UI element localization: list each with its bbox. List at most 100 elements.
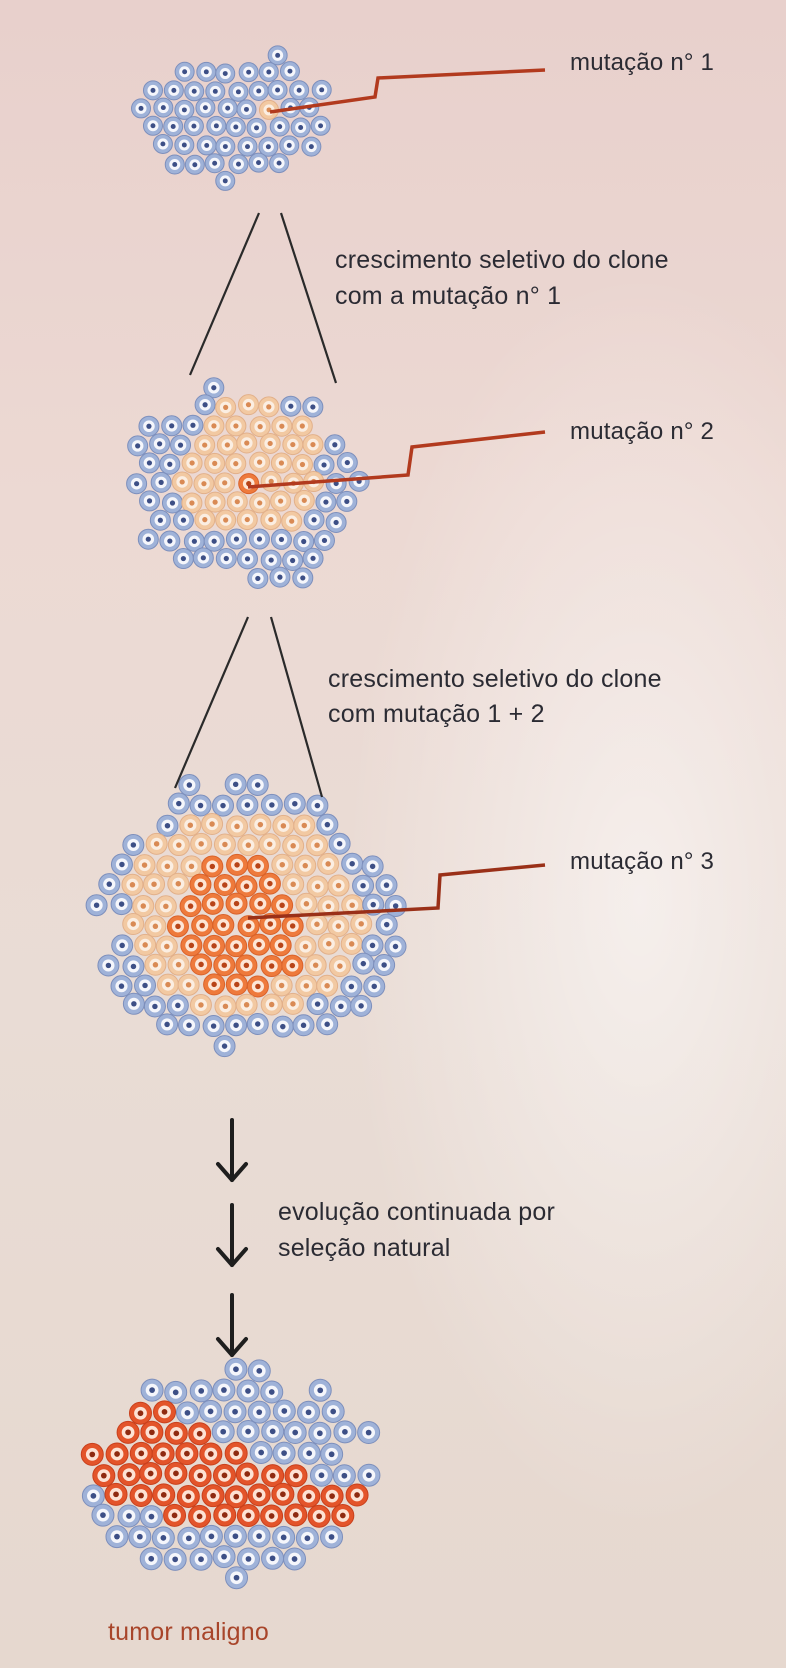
normal-cell: [236, 548, 258, 570]
tumor-cell: [213, 1503, 237, 1527]
mutant-cell: [295, 974, 318, 997]
normal-cell: [149, 433, 171, 455]
normal-cell: [302, 396, 324, 418]
tumor-cell: [175, 1442, 199, 1466]
normal-cell: [192, 547, 214, 569]
tumor-cell: [139, 1461, 163, 1485]
label-mutation-3: mutação n° 3: [570, 848, 715, 875]
mutant-cell: [235, 954, 258, 977]
normal-cell: [142, 80, 163, 101]
down-arrow-icon: [216, 1118, 248, 1182]
normal-cell: [223, 1400, 247, 1424]
mutant-cell: [214, 472, 236, 494]
mutant-cell: [260, 509, 282, 531]
normal-cell: [170, 434, 192, 456]
tumor-cell: [164, 1421, 188, 1445]
tumor-cell: [247, 1483, 271, 1507]
normal-cell: [163, 1547, 187, 1571]
normal-cell: [316, 1013, 339, 1036]
normal-cell: [105, 1525, 129, 1549]
normal-cell: [134, 974, 157, 997]
normal-cell: [352, 874, 375, 897]
normal-cell: [122, 833, 145, 856]
mutant-cell: [235, 875, 258, 898]
normal-cell: [311, 79, 332, 100]
normal-cell: [283, 792, 306, 815]
normal-cell: [384, 935, 407, 958]
normal-cell: [325, 472, 347, 494]
normal-cell: [306, 993, 329, 1016]
normal-cell: [269, 566, 291, 588]
normal-cell: [159, 453, 181, 475]
normal-cell: [184, 81, 205, 102]
normal-cell: [217, 98, 238, 119]
mutant-cell: [260, 470, 282, 492]
normal-cell: [363, 975, 386, 998]
tumor-cell: [284, 1503, 308, 1527]
tumor-cell: [105, 1442, 129, 1466]
mutant-cell: [306, 875, 329, 898]
mutant-cell: [246, 975, 269, 998]
mutant-cell: [246, 854, 269, 877]
normal-cell: [225, 1566, 249, 1590]
normal-cell: [282, 549, 304, 571]
mutant-cell: [181, 492, 203, 514]
label-selective-growth-1-line1: crescimento seletivo do clone: [335, 246, 669, 274]
normal-cell: [110, 975, 133, 998]
normal-cell: [236, 1419, 260, 1443]
normal-cell: [81, 1484, 105, 1508]
normal-cell: [308, 1421, 332, 1445]
normal-cell: [142, 115, 163, 136]
pointer-line-mutation3: [247, 863, 546, 920]
label-malignant-tumor: tumor maligno: [108, 1618, 269, 1646]
mutant-cell: [155, 935, 178, 958]
normal-cell: [248, 152, 269, 173]
mutant-cell: [249, 416, 271, 438]
normal-cell: [270, 528, 292, 550]
mutant-cell: [258, 99, 279, 120]
label-mutation-1: mutação n° 1: [570, 49, 715, 76]
mutant-cell: [341, 894, 364, 917]
normal-cell: [328, 832, 351, 855]
normal-cell: [212, 1378, 236, 1402]
mutant-cell: [203, 934, 226, 957]
mutant-cell: [226, 815, 249, 838]
normal-cell: [199, 1399, 223, 1423]
tumor-cell: [224, 1485, 248, 1509]
mutant-cell: [282, 873, 305, 896]
normal-cell: [258, 136, 279, 157]
mutant-cell: [282, 834, 305, 857]
normal-cell: [228, 154, 249, 175]
mutant-cell: [258, 833, 281, 856]
normal-cell: [195, 97, 216, 118]
normal-cell: [189, 1379, 213, 1403]
normal-cell: [215, 63, 236, 84]
normal-cell: [272, 1525, 296, 1549]
mutant-cell: [156, 855, 179, 878]
normal-cell: [139, 490, 161, 512]
normal-cell: [203, 530, 225, 552]
tumor-cell: [188, 1504, 212, 1528]
normal-cell: [224, 773, 247, 796]
normal-cell: [303, 509, 325, 531]
mutant-cell: [281, 954, 304, 977]
mutant-cell: [328, 955, 351, 978]
normal-cell: [289, 80, 310, 101]
normal-cell: [137, 528, 159, 550]
mutant-cell: [189, 873, 212, 896]
normal-cell: [348, 470, 370, 492]
mutant-cell: [191, 914, 214, 937]
normal-cell: [236, 99, 257, 120]
tumor-cell: [163, 1503, 187, 1527]
normal-cell: [247, 1359, 271, 1383]
normal-cell: [174, 134, 195, 155]
normal-cell: [325, 511, 347, 533]
normal-cell: [178, 774, 201, 797]
normal-cell: [302, 547, 324, 569]
normal-cell: [153, 97, 174, 118]
mutant-cell: [260, 993, 283, 1016]
mutant-cell: [281, 914, 304, 937]
normal-cell: [260, 793, 283, 816]
normal-cell: [297, 1441, 321, 1465]
